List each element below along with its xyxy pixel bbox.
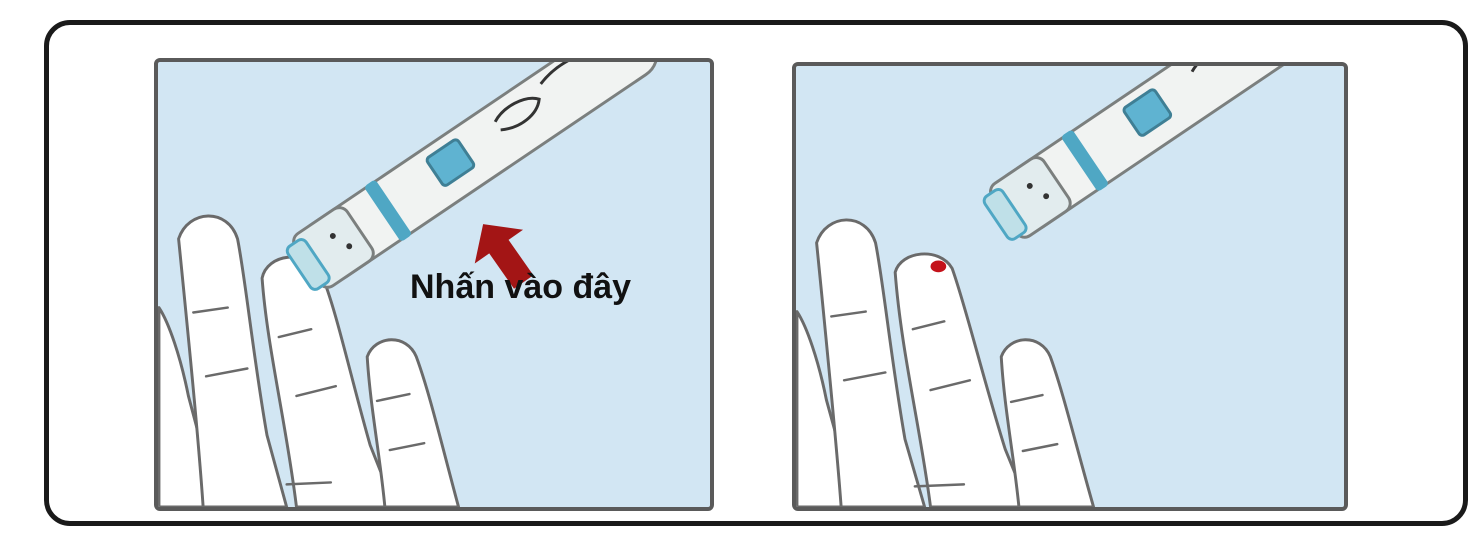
blood-drop-icon xyxy=(931,260,947,272)
blood-drop-scene xyxy=(796,66,1344,507)
lancing-device-icon xyxy=(977,66,1344,248)
step-blood-drop-panel xyxy=(792,62,1348,511)
press-here-label: Nhấn vào đây xyxy=(410,268,631,307)
hand-icon xyxy=(797,220,1094,507)
lancing-device-icon xyxy=(281,62,669,298)
